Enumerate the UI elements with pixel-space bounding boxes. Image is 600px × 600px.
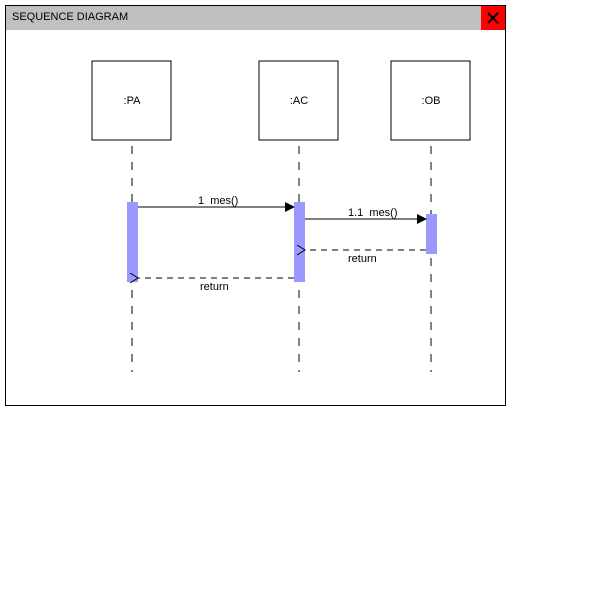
sequence-diagram-canvas: :PA :AC :OB 1 mes() 1.1 mes() <box>91 60 471 372</box>
lifeline-pa[interactable]: :PA <box>91 60 172 372</box>
lifeline-ac-label: :AC <box>290 95 308 107</box>
activation-bar-pa[interactable] <box>127 202 138 282</box>
lifeline-ac-box[interactable] <box>258 60 339 141</box>
return-message-1[interactable]: return <box>305 250 426 265</box>
window-title: SEQUENCE DIAGRAM <box>12 11 129 23</box>
title-bar[interactable]: SEQUENCE DIAGRAM <box>6 6 505 30</box>
return-message-2[interactable]: return <box>138 278 294 293</box>
close-icon <box>487 12 499 24</box>
lifeline-ob[interactable]: :OB <box>390 60 471 372</box>
diagram-window: SEQUENCE DIAGRAM :PA :AC <box>5 5 506 406</box>
lifeline-ob-label: :OB <box>422 95 441 107</box>
lifeline-pa-label: :PA <box>124 95 142 107</box>
message-1[interactable]: 1 mes() <box>138 195 295 212</box>
lifeline-pa-box[interactable] <box>91 60 172 141</box>
close-button[interactable] <box>481 6 505 30</box>
message-2[interactable]: 1.1 mes() <box>305 207 427 224</box>
return-message-1-label: return <box>348 253 377 265</box>
message-2-label: 1.1 mes() <box>348 207 398 219</box>
return-message-2-label: return <box>200 281 229 293</box>
activation-bar-ob[interactable] <box>426 214 437 254</box>
lifeline-ob-box[interactable] <box>390 60 471 141</box>
message-1-label: 1 mes() <box>198 195 238 207</box>
activation-bar-ac[interactable] <box>294 202 305 282</box>
